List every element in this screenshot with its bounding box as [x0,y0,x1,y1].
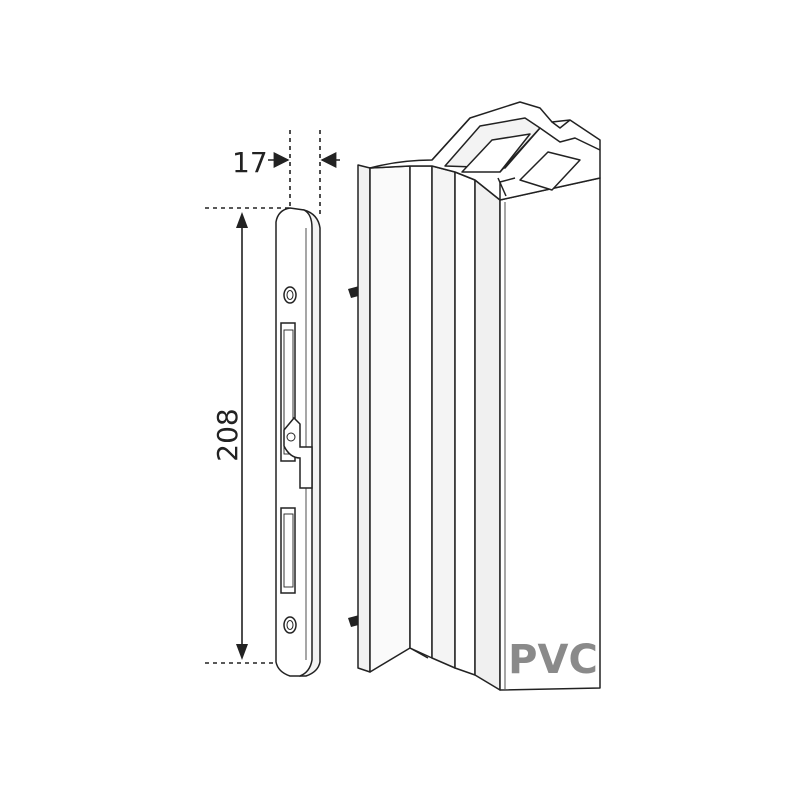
height-dimension-label: 208 [211,408,244,461]
profile-top-line-1 [431,117,471,161]
height-arrow-top [236,212,248,228]
upper-keeper-slot-inner [283,329,294,455]
profile-groove-4 [474,179,501,691]
width-dimension [268,130,340,215]
profile-front-face [499,177,601,691]
profile-groove-2 [431,165,456,669]
pvc-profile [357,101,601,691]
profile-top-line-2 [499,127,601,173]
lower-keeper-slot-inner [283,513,294,588]
strike-plate [275,207,321,677]
screw-hole-bottom-inner [286,620,294,630]
profile-top-chamber-3 [519,151,581,191]
profile-groove-3 [454,171,476,676]
width-dimension-label: 17 [232,146,268,179]
profile-top-line-4 [497,177,507,197]
profile-groove-1 [409,165,433,659]
profile-top-chamber-2 [461,133,531,173]
latch-pivot [286,432,296,442]
profile-left-flange [369,165,411,673]
screw-hole-top-inner [286,290,294,300]
pvc-material-label: PVC [508,637,598,683]
profile-top-notch [551,119,571,129]
profile-back-strip [357,164,371,673]
height-arrow-bottom [236,644,248,660]
height-dimension [205,207,290,664]
